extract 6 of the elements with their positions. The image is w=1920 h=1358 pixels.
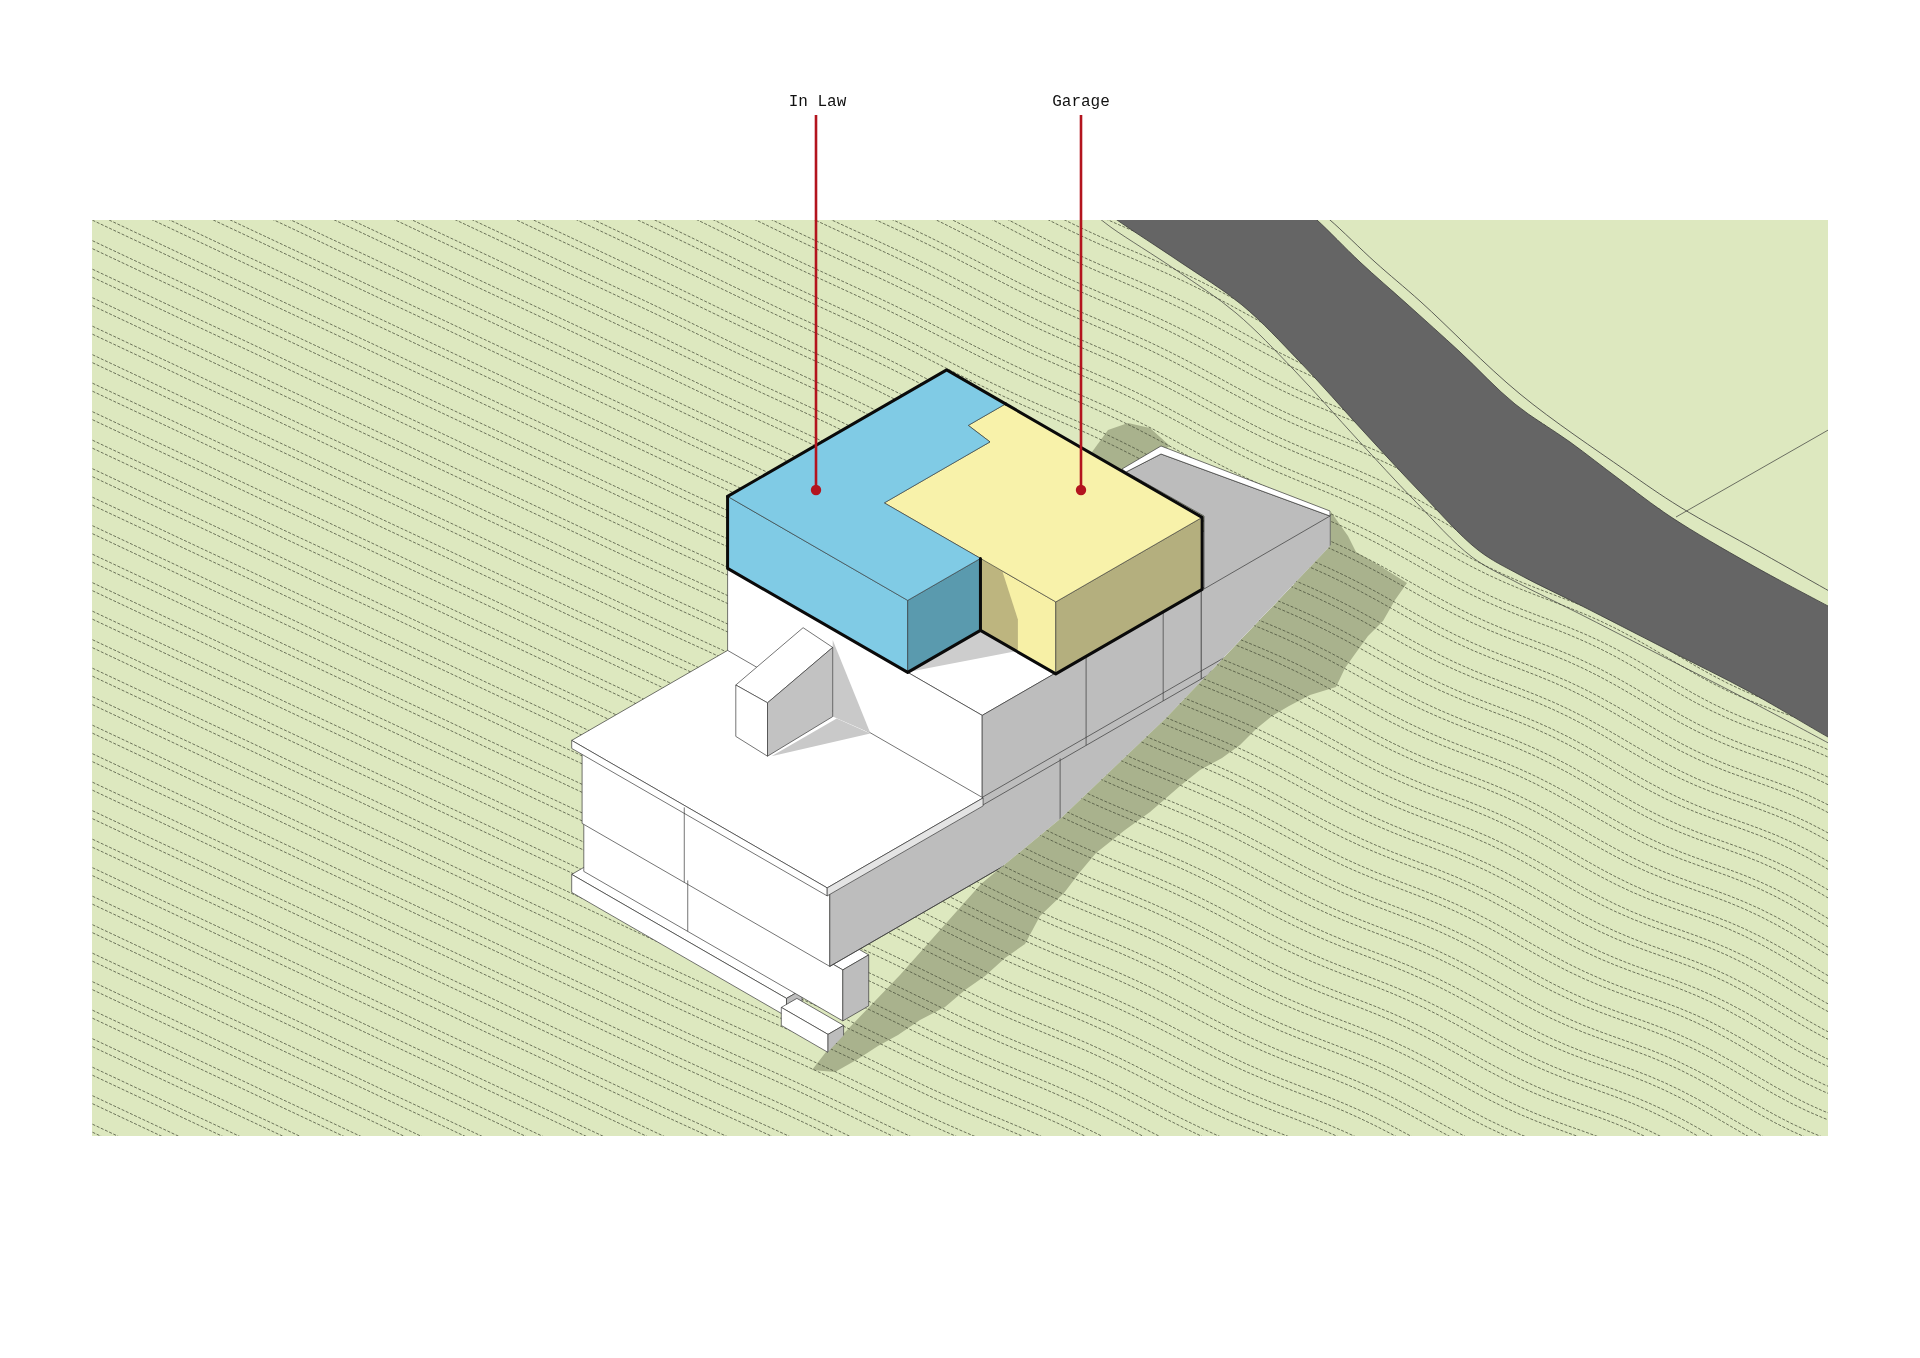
leader-line	[1075, 115, 1087, 496]
leader-line	[810, 115, 822, 496]
part-label: In Law	[788, 92, 847, 112]
building-volume	[884, 402, 1204, 676]
building-volume	[726, 368, 1008, 674]
part-label: Garage	[1052, 92, 1110, 112]
